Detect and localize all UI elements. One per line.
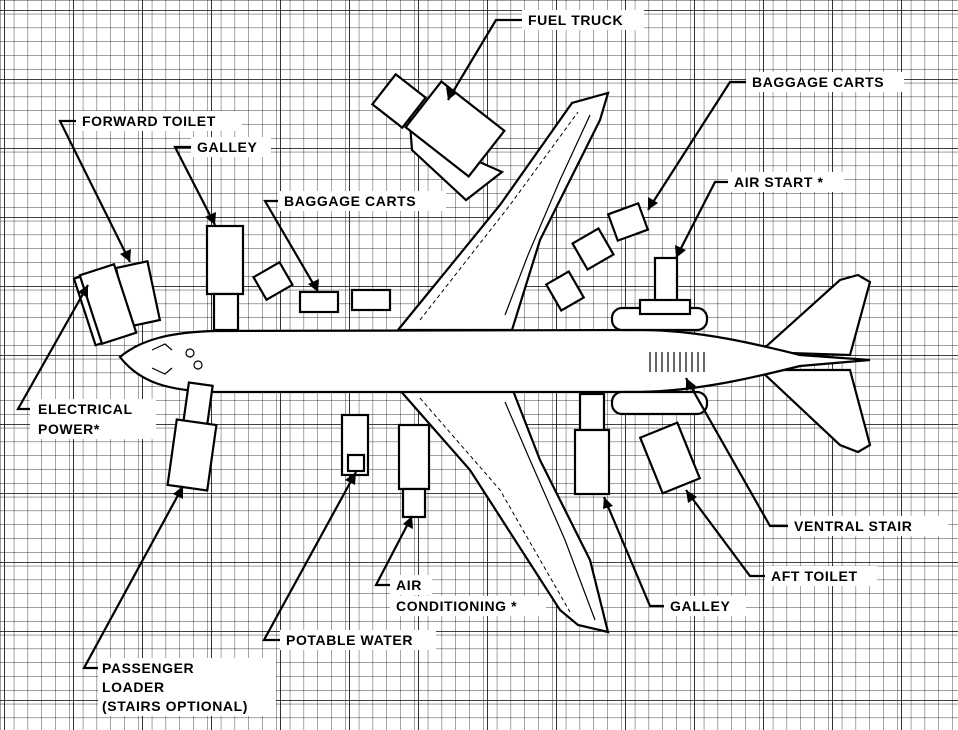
label-galley-forward: GALLEY	[197, 139, 257, 155]
upper-stabilizer	[757, 273, 872, 357]
air-conditioning-vehicle	[397, 423, 431, 519]
leader-lines	[16, 18, 790, 670]
label-air-conditioning-line1: AIR	[396, 577, 422, 593]
label-baggage-carts-right: BAGGAGE CARTS	[752, 74, 884, 90]
fuel-truck-vehicle	[370, 72, 506, 202]
label-forward-toilet: FORWARD TOILET	[82, 113, 216, 129]
label-fuel-truck: FUEL TRUCK	[528, 12, 623, 28]
galley-forward-vehicle	[205, 224, 245, 332]
label-passenger-loader-line2: LOADER	[102, 679, 165, 695]
lower-wing	[395, 386, 610, 634]
passenger-loader-vehicle	[166, 381, 218, 492]
galley-aft-vehicle	[573, 392, 611, 496]
label-air-start: AIR START *	[734, 174, 824, 190]
potable-water-vehicle	[340, 413, 370, 477]
label-electrical-power-line1: ELECTRICAL	[38, 401, 133, 417]
labels: FUEL TRUCK BAGGAGE CARTS AIR START * FOR…	[30, 10, 948, 716]
air-start-vehicle	[638, 256, 692, 316]
electrical-power-vehicle	[78, 262, 138, 346]
label-galley-aft: GALLEY	[670, 598, 730, 614]
baggage-carts-left-vehicles	[252, 260, 392, 314]
baggage-carts-right-vehicles	[544, 201, 650, 312]
label-baggage-carts-left: BAGGAGE CARTS	[284, 193, 416, 209]
label-electrical-power-line2: POWER*	[38, 421, 100, 437]
aft-toilet-vehicle	[638, 421, 702, 495]
label-passenger-loader-line1: PASSENGER	[102, 660, 194, 676]
label-air-conditioning-line2: CONDITIONING *	[396, 598, 517, 614]
label-aft-toilet: AFT TOILET	[771, 568, 858, 584]
label-potable-water: POTABLE WATER	[286, 632, 413, 648]
lower-stabilizer	[757, 368, 872, 454]
label-ventral-stair: VENTRAL STAIR	[794, 518, 913, 534]
label-passenger-loader-line3: (STAIRS OPTIONAL)	[102, 698, 248, 714]
upper-wing	[395, 91, 610, 332]
airplane	[118, 91, 872, 634]
